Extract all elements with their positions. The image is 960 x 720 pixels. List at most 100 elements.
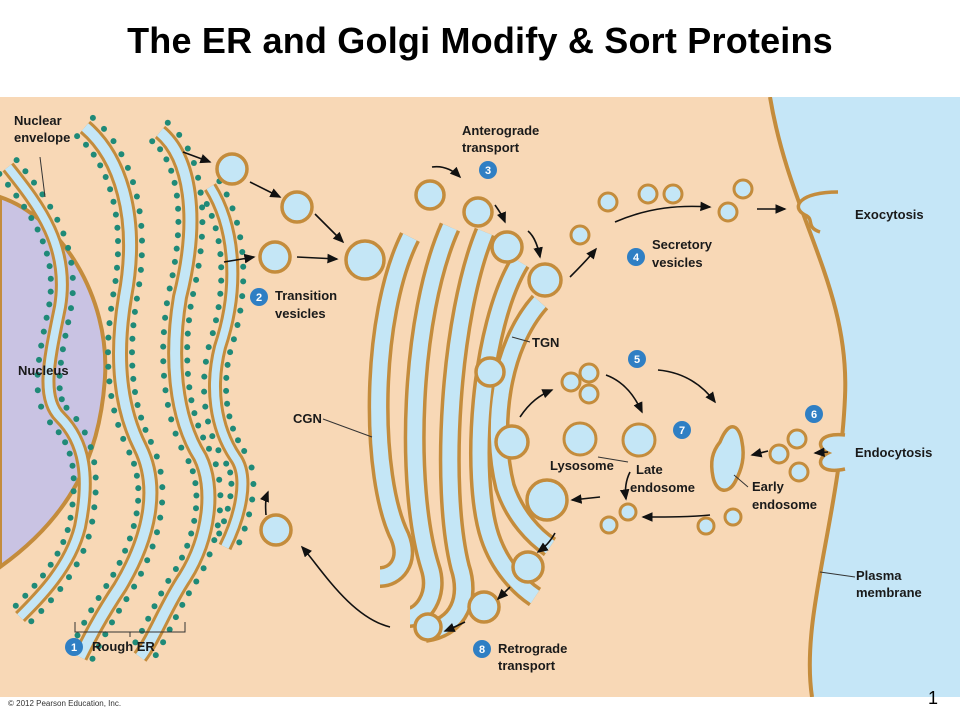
ribosome [68, 259, 75, 266]
ribosome [217, 290, 224, 297]
ribosome [105, 334, 112, 341]
ribosome [91, 459, 98, 466]
ribosome [197, 189, 204, 196]
ribosomes [0, 114, 257, 662]
ribosome [12, 602, 19, 609]
ribosome [114, 264, 120, 271]
diagram-labels: Nuclear envelope Nucleus Rough ER Transi… [14, 113, 932, 673]
ribosome [138, 414, 145, 421]
page-number: 1 [927, 688, 938, 708]
ribosome [227, 349, 234, 356]
ribosome [224, 400, 231, 407]
ribosome [39, 191, 46, 198]
label-secretory-vesicles-2: vesicles [652, 255, 703, 270]
ribosome [179, 601, 186, 608]
ribosome [81, 429, 88, 436]
ribosome [130, 322, 137, 329]
ribosome [69, 462, 76, 469]
ribosome [237, 307, 244, 314]
ribosome [92, 489, 99, 496]
ribosome [184, 370, 191, 377]
ribosome [229, 205, 236, 212]
ribosome [89, 114, 96, 121]
ribosome [147, 438, 154, 445]
ribosome [184, 357, 191, 364]
ribosome [130, 375, 137, 382]
ribosome [43, 314, 50, 321]
golgi-vesicles [413, 179, 569, 642]
ribosome [157, 146, 164, 153]
ribosome [192, 480, 199, 487]
ribosome [206, 445, 212, 452]
ribosome [212, 461, 219, 468]
ribosome [154, 529, 160, 536]
ribosome [135, 485, 142, 492]
ribosome [38, 342, 45, 349]
ribosome [134, 402, 141, 408]
ribosome [198, 233, 205, 240]
ribosome [139, 627, 145, 634]
label-plasma-membrane-2: membrane [856, 585, 922, 600]
ribosome [103, 583, 110, 589]
ribosome [73, 561, 80, 568]
plasma-membrane-line [768, 96, 848, 698]
ribosome [230, 336, 237, 343]
ribosome [28, 215, 35, 221]
ribosome [73, 416, 80, 422]
ribosome [139, 237, 145, 244]
ribosome [129, 335, 136, 342]
label-plasma-membrane-1: Plasma [856, 568, 902, 583]
ribosome [216, 476, 223, 483]
ribosome [31, 582, 38, 589]
ribosome [157, 468, 164, 475]
ribosome [151, 603, 158, 610]
ribosome [193, 492, 200, 499]
ribosome [110, 138, 117, 145]
ribosome [31, 179, 37, 186]
ribosome [112, 278, 119, 284]
ribosome [56, 372, 63, 379]
ribosome [226, 413, 233, 420]
ribosome [57, 359, 64, 366]
ribosome [172, 614, 179, 621]
ribosome [21, 203, 28, 210]
ribosome [228, 480, 235, 487]
label-nucleus: Nucleus [18, 363, 69, 378]
ribosome [161, 372, 167, 379]
svg-text:5: 5 [634, 354, 640, 366]
ribosome [164, 401, 171, 408]
ribosome [172, 566, 179, 572]
ribosome [22, 592, 29, 599]
ribosome [83, 141, 89, 148]
ribosome [230, 425, 236, 432]
step-badges: 1 2 3 4 5 6 7 8 [65, 161, 823, 658]
ribosome [85, 533, 92, 540]
ribosome [47, 275, 54, 282]
ribosome [115, 238, 121, 244]
svg-text:6: 6 [811, 409, 817, 421]
ribosome [205, 418, 211, 425]
ribosome [174, 232, 181, 239]
ribosome [152, 652, 159, 659]
ribosome [217, 251, 224, 258]
ribosome [188, 397, 195, 404]
step-badge-1: 1 [65, 638, 83, 656]
label-cgn: CGN [293, 411, 322, 426]
svg-text:7: 7 [679, 425, 685, 437]
label-anterograde-transport-2: transport [462, 140, 520, 155]
ribosome [163, 300, 170, 307]
ribosome [158, 590, 165, 597]
ribosome [199, 204, 206, 211]
ribosome [239, 293, 246, 300]
ribosome [197, 248, 204, 255]
ribosome [34, 226, 41, 233]
label-transition-vesicles-2: vesicles [275, 306, 326, 321]
transport-arrows [182, 151, 829, 632]
ribosome [129, 349, 135, 356]
ribosome [56, 385, 63, 392]
step-badge-5: 5 [628, 350, 646, 368]
step-badge-7: 7 [673, 421, 691, 439]
transition-vesicles [215, 152, 386, 547]
ribosome [190, 291, 197, 297]
ribosome [62, 439, 69, 446]
